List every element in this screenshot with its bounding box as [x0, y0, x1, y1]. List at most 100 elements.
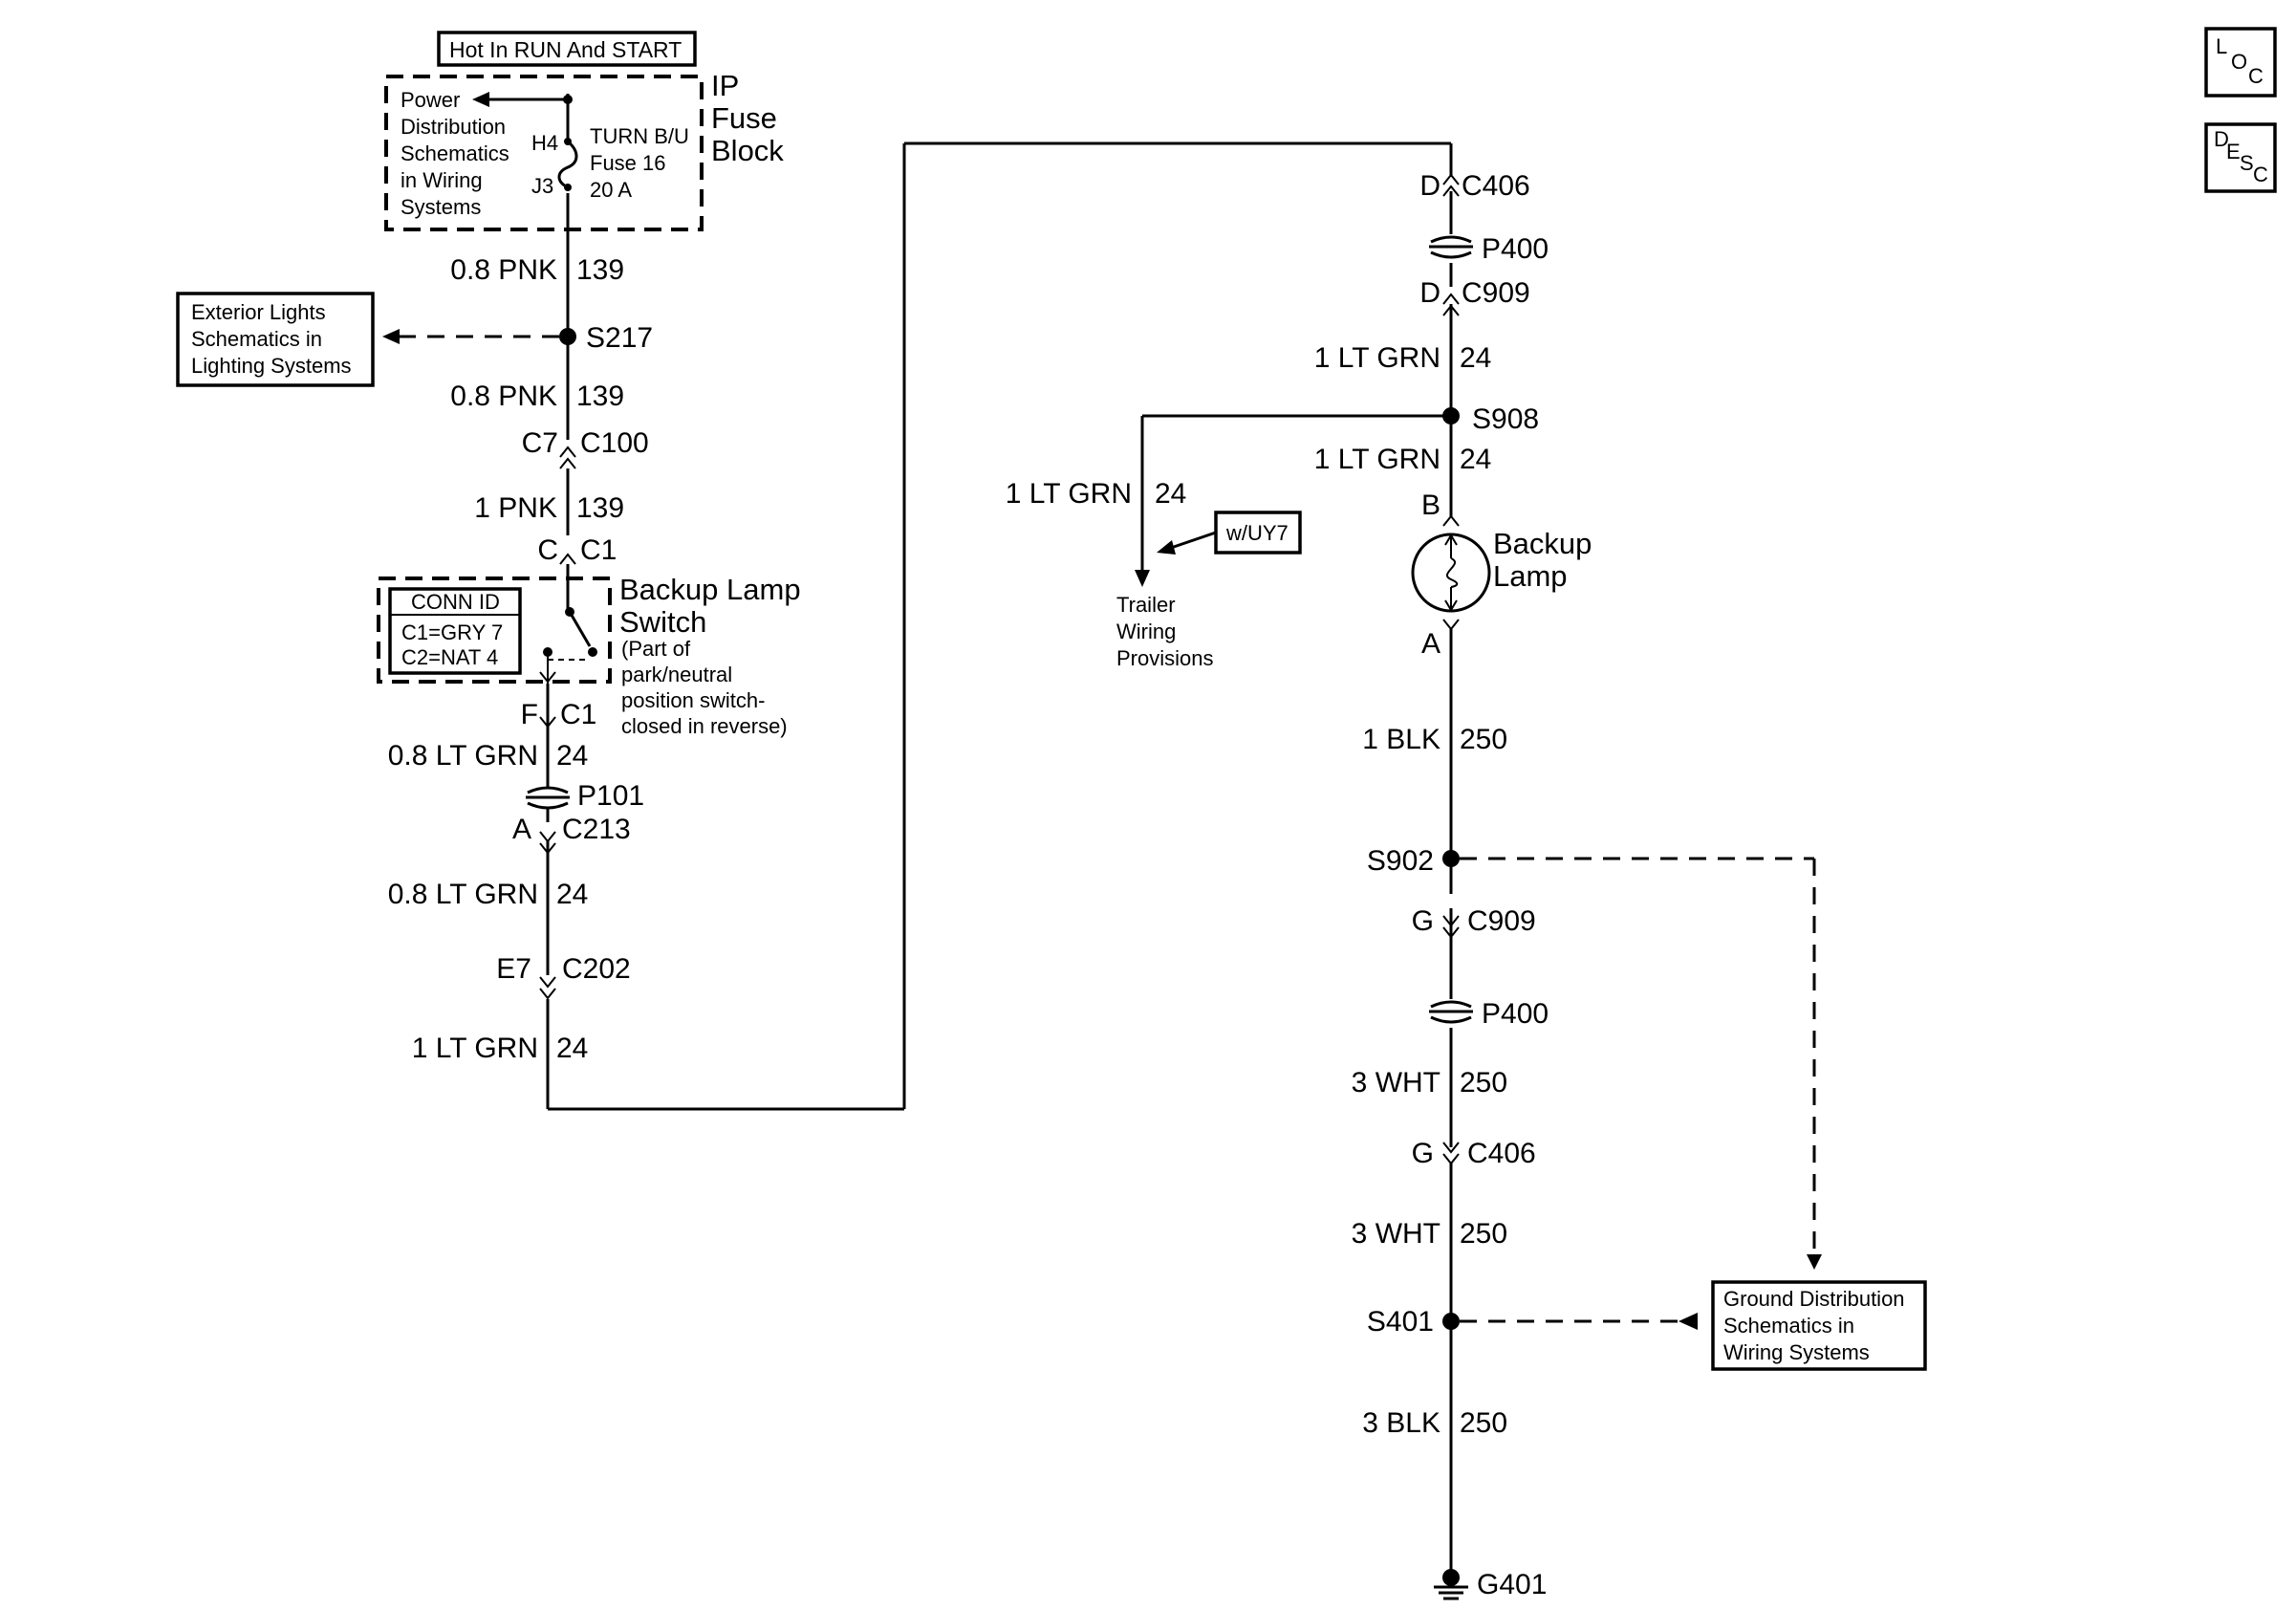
- fuse-label-2-label: 20 A: [590, 178, 632, 202]
- right-circuit-trailer-ref-0-label: Trailer: [1116, 593, 1176, 617]
- right-circuit-p400-bottom-label: P400: [1482, 998, 1549, 1030]
- right-circuit-lamp-pin-a-label: A: [1421, 628, 1440, 660]
- left-circuit-p101-label: P101: [577, 780, 644, 812]
- right-circuit-wire-blk-2-num-label: 250: [1460, 1407, 1507, 1439]
- left-circuit-splice-s217-label: S217: [586, 322, 653, 354]
- left-circuit-wire-grn-3-color-label: 1 LT GRN: [412, 1033, 538, 1064]
- fuse-power-dist-ref-3-label: in Wiring: [401, 168, 483, 192]
- pass-through-p400-bottom: [1429, 1000, 1473, 1024]
- left-circuit-wire-grn-2-num-label: 24: [556, 879, 588, 910]
- nav-icons-loc-0-label: L: [2216, 34, 2227, 58]
- left-circuit-wire-grn-2-color-label: 0.8 LT GRN: [388, 879, 538, 910]
- left-circuit-c202-pin-label: E7: [496, 953, 531, 985]
- right-circuit-c909-top-pin-label: D: [1419, 277, 1440, 309]
- right-circuit-trailer-wire-color-label: 1 LT GRN: [1006, 478, 1132, 510]
- right-circuit-c909-bottom-pin-label: G: [1412, 905, 1434, 937]
- right-circuit-wire-grn-b-num-label: 24: [1460, 444, 1491, 475]
- splice-s908: [1442, 407, 1460, 424]
- splice-s902: [1442, 850, 1460, 867]
- left-circuit-c213-pin-label: A: [512, 814, 531, 845]
- left-circuit-c1-top-pin-label: C: [537, 534, 558, 566]
- fuse-pin-top-label: H4: [531, 131, 558, 155]
- exterior-lights-ref-box: Exterior Lights Schematics in Lighting S…: [176, 292, 375, 387]
- right-circuit-c909-top-label: C909: [1462, 277, 1530, 309]
- hot-in-run-start-box: Hot In RUN And START: [437, 31, 697, 67]
- left-circuit-exterior-lights-ref-1-label: Schematics in: [191, 327, 322, 351]
- connector-c909-bottom: [1442, 915, 1460, 939]
- right-circuit-lamp-pin-b-label: B: [1421, 490, 1440, 521]
- nav-icons-loc-1-label: O: [2231, 50, 2247, 74]
- splice-s217: [559, 328, 576, 345]
- right-circuit-option-uy7-label: w/UY7: [1225, 521, 1289, 545]
- nav-icons-desc-3-label: C: [2253, 163, 2268, 186]
- right-circuit-c406-top-pin-label: D: [1419, 170, 1440, 202]
- ground-icon: [1434, 1569, 1468, 1600]
- fuse-power-dist-ref-1-label: Distribution: [401, 115, 506, 139]
- right-circuit-wire-grn-a-num-label: 24: [1460, 342, 1491, 374]
- right-circuit-wires: [1140, 143, 1453, 1577]
- right-circuit-trailer-ref-1-label: Wiring: [1116, 620, 1176, 643]
- connector-c406-top: [1442, 173, 1460, 197]
- loc-icon[interactable]: L O C: [2204, 27, 2277, 98]
- backup-lamp-icon: [1411, 514, 1491, 631]
- header-ip-fuse-block-1-label: Fuse: [711, 101, 777, 135]
- fuse-icon: [557, 140, 578, 189]
- left-circuit-switch-note-1-label: park/neutral: [621, 663, 732, 686]
- left-circuit-exterior-lights-ref-2-label: Lighting Systems: [191, 354, 352, 378]
- right-circuit-wire-grn-a-color-label: 1 LT GRN: [1314, 342, 1440, 374]
- header-ip-fuse-block-2-label: Block: [711, 134, 784, 167]
- left-circuit-exterior-lights-ref-0-label: Exterior Lights: [191, 300, 326, 324]
- fuse-label-1-label: Fuse 16: [590, 151, 666, 175]
- connector-c100: [559, 446, 576, 469]
- option-uy7-box: w/UY7: [1214, 511, 1302, 555]
- header-ip-fuse-block-0-label: IP: [711, 69, 739, 102]
- left-circuit-wire-grn-1-color-label: 0.8 LT GRN: [388, 740, 538, 772]
- header-hot-label-label: Hot In RUN And START: [449, 37, 682, 62]
- fuse-power-dist-ref-2-label: Schematics: [401, 141, 509, 165]
- right-circuit-wire-wht-1-color-label: 3 WHT: [1352, 1067, 1440, 1099]
- switch-title: Backup Lamp: [619, 573, 801, 606]
- right-circuit-lamp-label-1-label: Lamp: [1493, 559, 1568, 593]
- arrow-down-icon: [1807, 1254, 1822, 1270]
- nav-icons-loc-2-label: C: [2248, 64, 2264, 88]
- left-circuit-c213-label: C213: [562, 814, 631, 845]
- left-circuit-wire-pnk-3-num-label: 139: [576, 492, 624, 524]
- left-circuit-switch-title-1-label: Switch: [619, 605, 706, 639]
- left-circuit-conn-id-title-label: CONN ID: [411, 590, 500, 614]
- right-circuit-ground-dist-ref-2-label: Wiring Systems: [1723, 1340, 1870, 1364]
- right-circuit-splice-s401-label: S401: [1367, 1306, 1434, 1338]
- connector-c909-top: [1442, 293, 1460, 316]
- left-circuit-conn-id-c2-label: C2=NAT 4: [401, 645, 498, 669]
- left-circuit-wire-pnk-2-color-label: 0.8 PNK: [450, 381, 557, 412]
- right-circuit-c406-top-label: C406: [1462, 170, 1530, 202]
- desc-icon[interactable]: D E S C: [2204, 122, 2277, 193]
- left-circuit-conn-id-c1-label: C1=GRY 7: [401, 620, 503, 644]
- right-circuit-wire-wht-1-num-label: 250: [1460, 1067, 1507, 1099]
- left-circuit-switch-note-0-label: (Part of: [621, 637, 691, 661]
- right-circuit-ground-dist-ref-1-label: Schematics in: [1723, 1314, 1854, 1338]
- right-circuit-c406-bottom-label: C406: [1467, 1138, 1536, 1169]
- left-circuit-c202-label: C202: [562, 953, 631, 985]
- fuse-power-dist-ref-0-label: Power: [401, 88, 460, 112]
- right-circuit-trailer-wire-num-label: 24: [1155, 478, 1186, 510]
- splice-s401: [1442, 1313, 1460, 1330]
- left-circuit-switch-note-2-label: position switch-: [621, 688, 765, 712]
- connector-c1-bottom: [539, 716, 556, 729]
- ip-fuse-block-label: IP Fuse Block: [711, 69, 784, 167]
- arrow-left-icon: [382, 329, 400, 344]
- right-circuit-ground-g401-label: G401: [1477, 1569, 1547, 1600]
- left-circuit-c100-pin-label: C7: [522, 427, 558, 459]
- arrow-down-icon: [1135, 570, 1150, 587]
- connector-c213: [539, 831, 556, 855]
- connector-c406-bottom: [1442, 1142, 1460, 1165]
- left-circuit-wire-pnk-1-color-label: 0.8 PNK: [450, 254, 557, 286]
- right-circuit-wire-wht-2-color-label: 3 WHT: [1352, 1218, 1440, 1250]
- fuse-label-0-label: TURN B/U: [590, 124, 689, 148]
- right-circuit-wire-wht-2-num-label: 250: [1460, 1218, 1507, 1250]
- right-circuit-wire-blk-1-color-label: 1 BLK: [1362, 724, 1440, 755]
- fuse-block-outline: [384, 75, 704, 231]
- right-circuit-splice-s908-label: S908: [1472, 403, 1539, 435]
- fuse-pin-bottom-label: J3: [531, 174, 553, 198]
- nav-icons-desc-2-label: S: [2240, 151, 2254, 175]
